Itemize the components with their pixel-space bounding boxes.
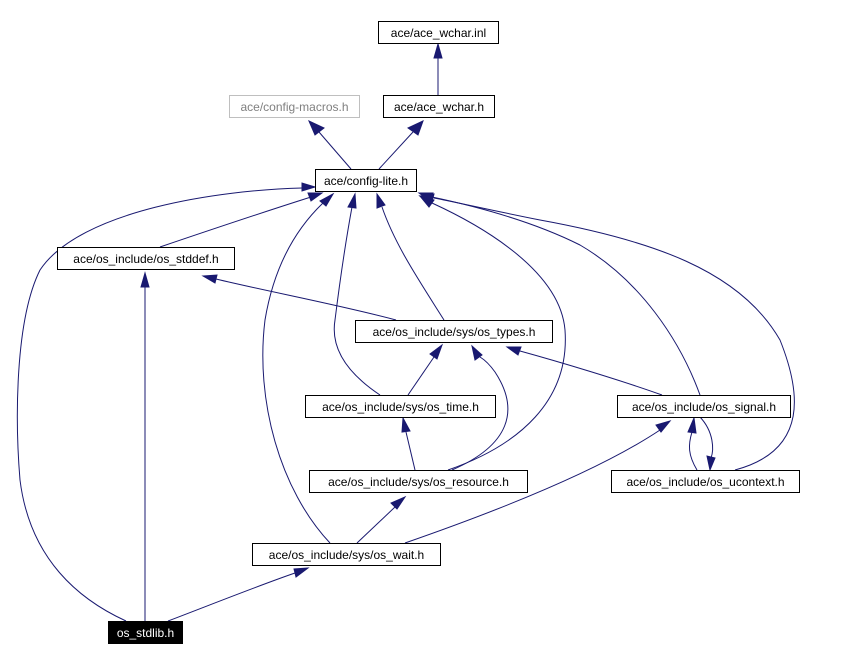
edge-os-types-to-config-lite: [376, 192, 445, 321]
edge-arrowhead: [140, 271, 150, 288]
edge-os-signal-to-os-ucontext: [699, 416, 716, 472]
edge-os-resource-to-os-types: [451, 344, 509, 471]
edge-config-lite-to-ace-wchar-h: [378, 120, 424, 170]
node-label: ace/config-macros.h: [240, 100, 348, 114]
edge-arrowhead: [655, 420, 672, 433]
edge-os-stddef-to-config-lite: [159, 192, 324, 248]
edge-arrowhead: [390, 495, 407, 510]
edge-line: [318, 131, 352, 170]
edge-line: [431, 202, 566, 471]
edge-arrowhead: [308, 119, 325, 136]
node-os-ucontext[interactable]: ace/os_include/os_ucontext.h: [611, 470, 800, 493]
edge-os-resource-to-os-time: [401, 416, 416, 471]
edge-line: [167, 572, 296, 622]
node-box[interactable]: [617, 395, 791, 418]
node-box[interactable]: [252, 543, 441, 566]
node-label: os_stdlib.h: [117, 626, 174, 640]
node-box[interactable]: [355, 320, 553, 343]
edge-line: [433, 197, 795, 471]
node-os-resource[interactable]: ace/os_include/sys/os_resource.h: [309, 470, 528, 493]
edge-arrowhead: [433, 42, 443, 59]
edge-os-ucontext-to-config-lite: [418, 193, 795, 471]
edge-os-time-to-config-lite: [333, 192, 381, 396]
node-ace-wchar-inl[interactable]: ace/ace_wchar.inl: [378, 21, 499, 44]
edges-layer: [16, 42, 795, 622]
edge-line: [381, 206, 445, 321]
node-label: ace/os_include/sys/os_time.h: [322, 400, 479, 414]
edge-line: [431, 196, 701, 396]
node-config-lite[interactable]: ace/config-lite.h: [315, 169, 417, 192]
node-box[interactable]: [383, 95, 495, 118]
edge-arrowhead: [418, 193, 435, 203]
node-label: ace/ace_wchar.inl: [391, 26, 486, 40]
edge-os-stdlib-to-os-wait: [167, 567, 310, 622]
node-label: ace/os_include/os_ucontext.h: [626, 475, 784, 489]
node-label: ace/os_include/sys/os_wait.h: [269, 548, 424, 562]
node-label: ace/os_include/sys/os_resource.h: [328, 475, 509, 489]
edge-arrowhead: [706, 455, 716, 472]
edge-line: [519, 350, 663, 396]
edge-line: [404, 429, 661, 544]
edge-line: [378, 131, 414, 170]
edge-os-wait-to-os-resource: [356, 495, 407, 544]
edge-arrowhead: [347, 192, 357, 209]
node-box[interactable]: [229, 95, 360, 118]
edge-os-time-to-os-types: [407, 343, 444, 396]
edge-line: [407, 356, 435, 396]
node-config-macros[interactable]: ace/config-macros.h: [229, 95, 360, 118]
node-ace-wchar-h[interactable]: ace/ace_wchar.h: [383, 95, 495, 118]
edge-ace-wchar-h-to-ace-wchar-inl: [433, 42, 443, 95]
edge-arrowhead: [401, 416, 411, 433]
edge-line: [159, 196, 312, 248]
edge-os-wait-to-config-lite: [262, 192, 335, 544]
node-os-signal[interactable]: ace/os_include/os_signal.h: [617, 395, 791, 418]
edge-line: [262, 202, 331, 544]
node-os-stddef[interactable]: ace/os_include/os_stddef.h: [57, 247, 235, 270]
edge-arrowhead: [407, 120, 424, 136]
node-label: ace/ace_wchar.h: [394, 100, 484, 114]
edge-os-stdlib-to-config-lite: [16, 182, 317, 622]
edge-arrowhead: [471, 344, 483, 361]
edge-os-stdlib-to-os-stddef: [140, 271, 150, 621]
node-label: ace/config-lite.h: [324, 174, 408, 188]
node-os-types[interactable]: ace/os_include/sys/os_types.h: [355, 320, 553, 343]
edge-line: [405, 431, 416, 471]
edge-line: [699, 416, 714, 459]
edge-line: [688, 431, 698, 471]
node-label: ace/os_include/sys/os_types.h: [373, 325, 536, 339]
node-label: ace/os_include/os_stddef.h: [73, 252, 218, 266]
node-os-stdlib[interactable]: os_stdlib.h: [108, 621, 183, 644]
node-os-time[interactable]: ace/os_include/sys/os_time.h: [305, 395, 496, 418]
edge-os-ucontext-to-os-signal: [687, 416, 698, 471]
edge-os-wait-to-os-signal: [404, 420, 672, 544]
edge-line: [356, 506, 396, 544]
nodes-layer: ace/ace_wchar.inl ace/config-macros.h ace/…: [57, 21, 800, 644]
node-label: ace/os_include/os_signal.h: [632, 400, 776, 414]
node-box[interactable]: [108, 621, 183, 644]
edge-arrowhead: [319, 192, 335, 207]
node-box[interactable]: [315, 169, 417, 192]
edge-arrowhead: [687, 416, 697, 434]
edge-os-signal-to-os-types: [505, 346, 663, 396]
node-os-wait[interactable]: ace/os_include/sys/os_wait.h: [252, 543, 441, 566]
node-box[interactable]: [611, 470, 800, 493]
node-box[interactable]: [309, 470, 528, 493]
edge-arrowhead: [307, 192, 324, 202]
node-box[interactable]: [378, 21, 499, 44]
node-box[interactable]: [305, 395, 496, 418]
edge-arrowhead: [376, 192, 386, 209]
edge-line: [215, 278, 397, 321]
edge-line: [333, 206, 381, 396]
edge-arrowhead: [293, 567, 310, 578]
edge-line: [451, 356, 509, 471]
edge-arrowhead: [201, 274, 218, 284]
edge-arrowhead: [505, 346, 522, 356]
node-box[interactable]: [57, 247, 235, 270]
edge-config-lite-to-config-macros: [308, 119, 352, 170]
edge-line: [16, 187, 303, 622]
edge-arrowhead: [429, 343, 444, 360]
edge-arrowhead: [301, 182, 317, 192]
edge-os-types-to-os-stddef: [201, 274, 397, 321]
